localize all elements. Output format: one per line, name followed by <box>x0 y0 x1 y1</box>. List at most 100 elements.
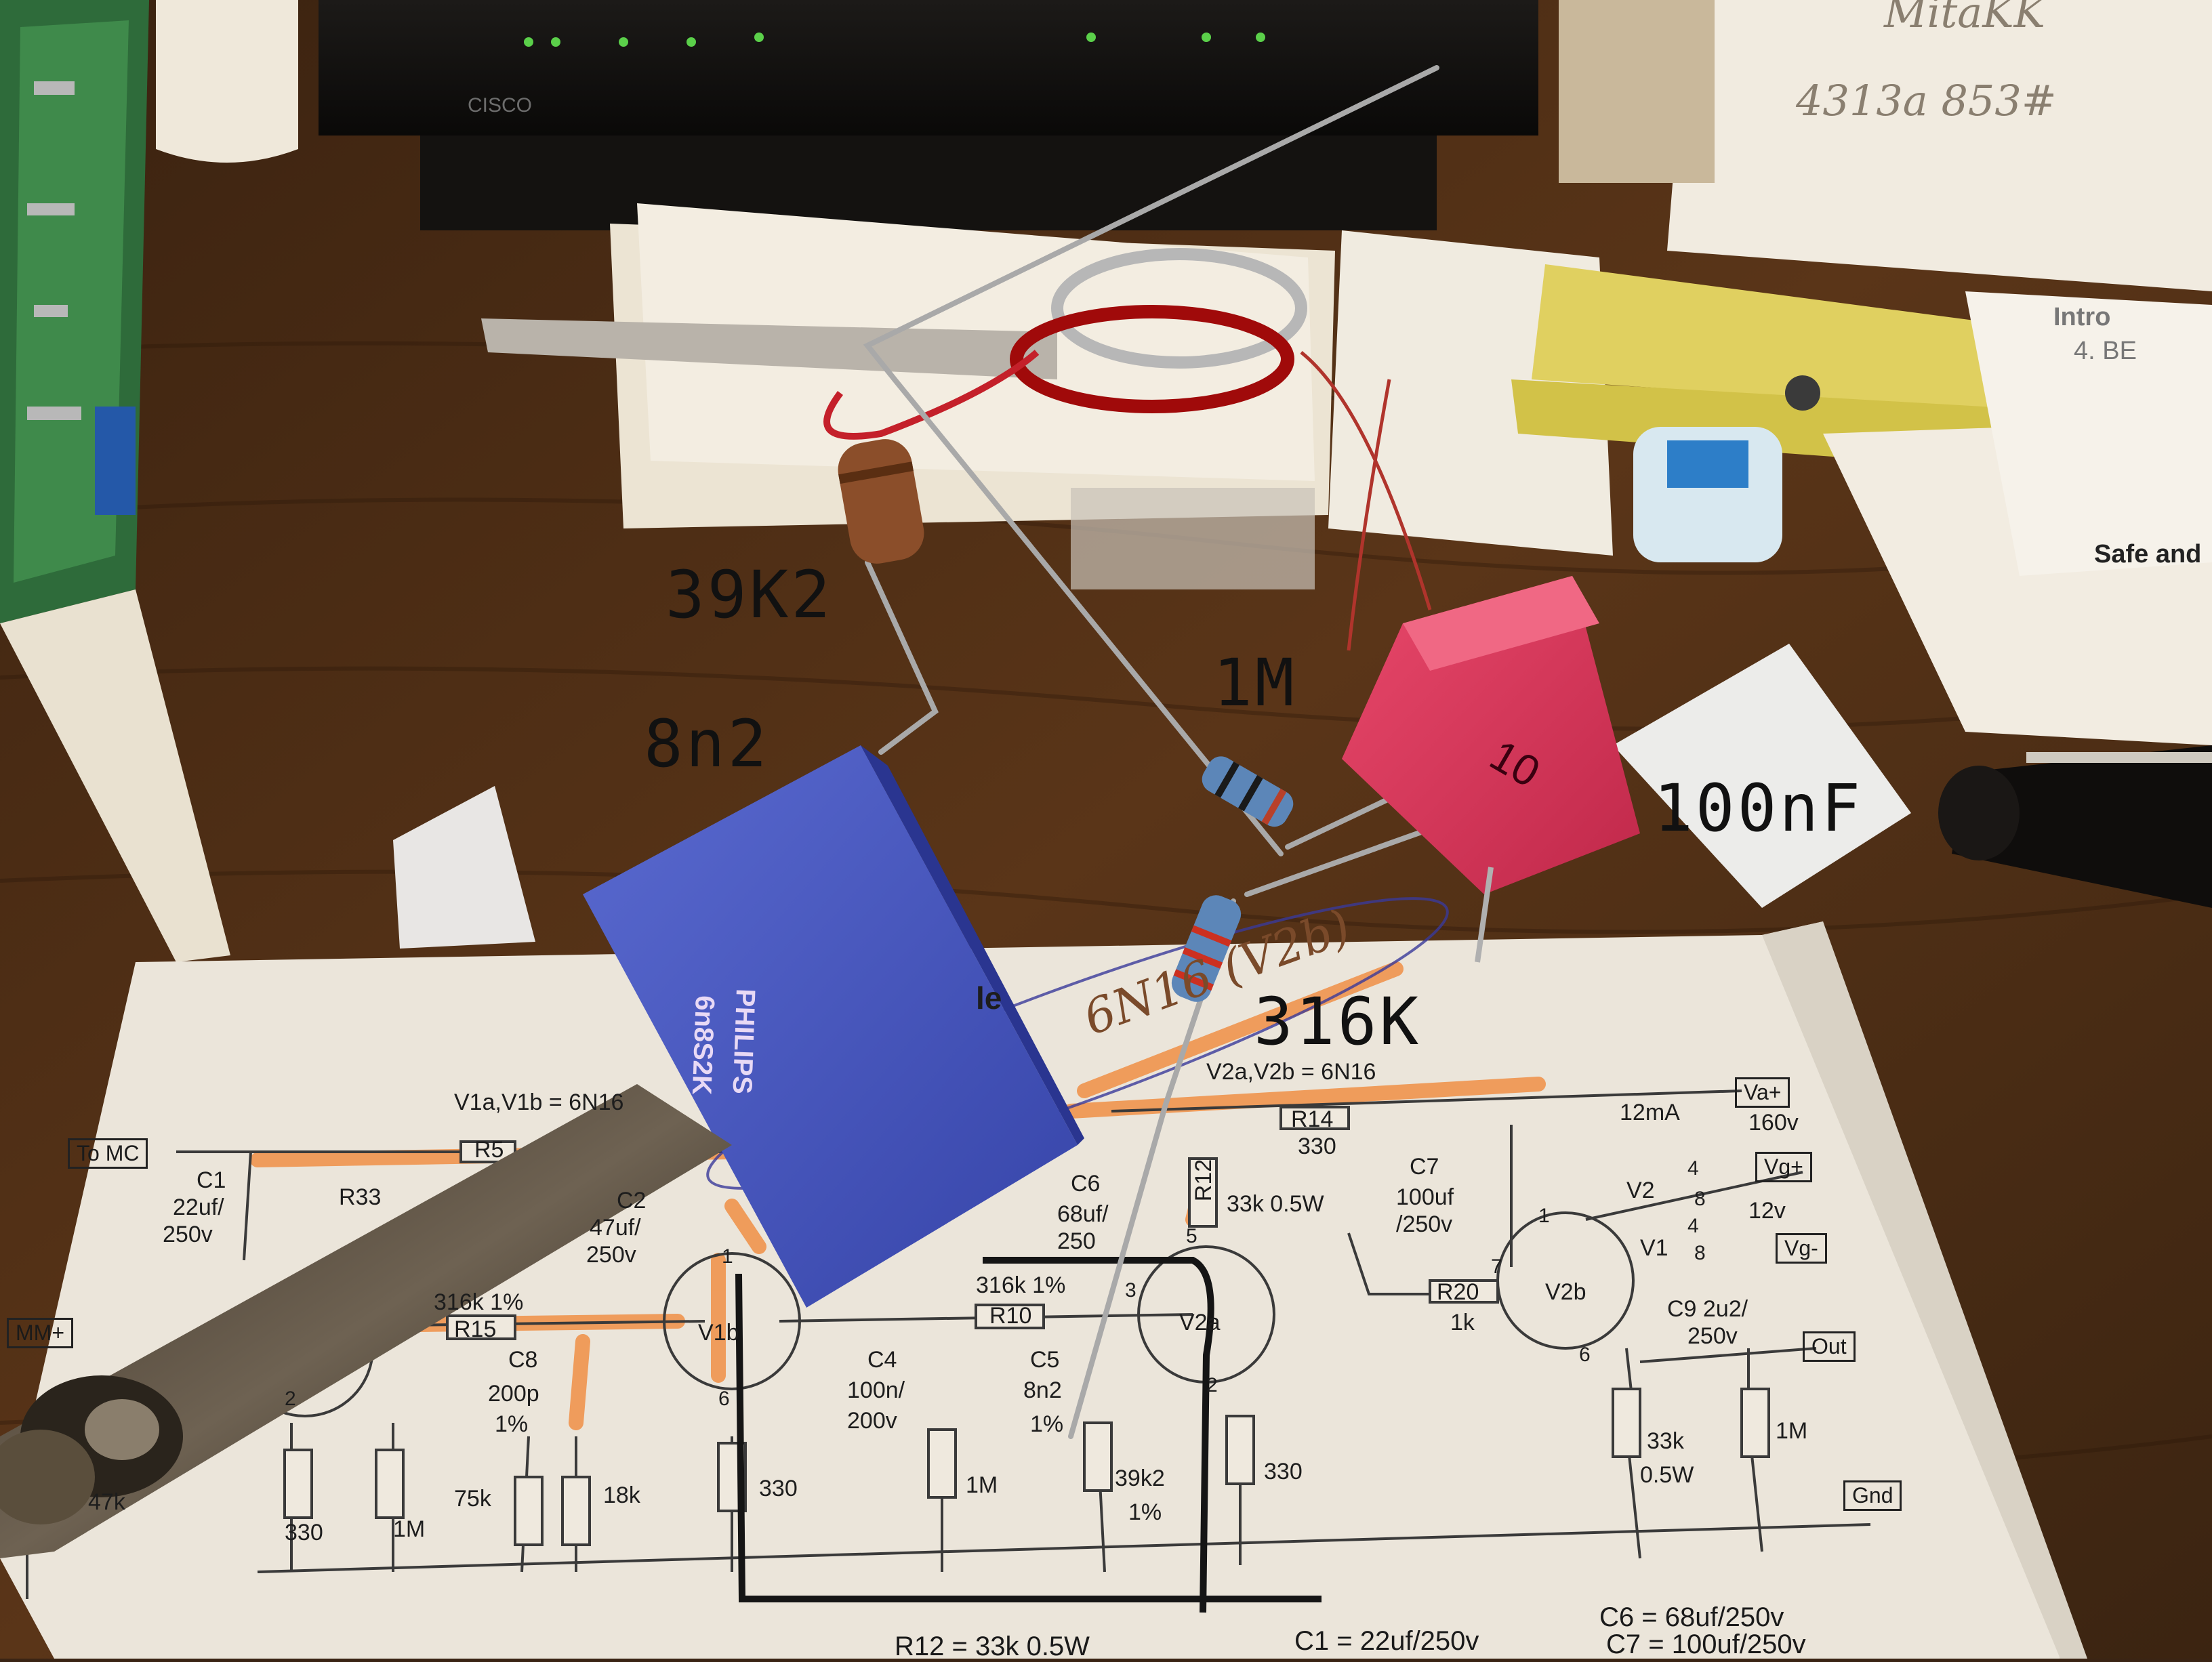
paper-right-text2: Intro <box>2053 303 2110 331</box>
resistor-316k <box>1171 895 1242 1002</box>
label-8n2: 8n2 <box>644 706 770 782</box>
r11-value: 39k2 <box>1115 1466 1165 1491</box>
pin-4b: 4 <box>1687 1215 1699 1237</box>
footer-r12: R12 = 33k 0.5W <box>895 1632 1090 1661</box>
schematic-resistors <box>283 1106 1770 1546</box>
c8-label: C8 <box>508 1347 538 1373</box>
pin-1b: 1 <box>1538 1205 1550 1227</box>
note-v2ab: V2a,V2b = 6N16 <box>1206 1059 1376 1085</box>
v2a-label: V2a <box>1179 1310 1221 1335</box>
note-v2: V2 <box>1626 1178 1655 1203</box>
red-thread <box>1300 351 1432 651</box>
label-100nf: 100nF <box>1654 770 1863 846</box>
c1-label: C1 <box>197 1167 226 1193</box>
card-top-right: MitaKK 4313a 853# <box>1667 0 2212 291</box>
c7-voltage: /250v <box>1396 1211 1453 1237</box>
router-brand: CISCO <box>468 94 532 117</box>
cisco-router: CISCO <box>319 0 1538 230</box>
pin-6: 6 <box>718 1388 730 1410</box>
r20-value: 1k <box>1450 1310 1475 1335</box>
r12-value: 33k 0.5W <box>1227 1191 1324 1217</box>
blue-capacitor <box>583 745 1084 1308</box>
pin-2b: 2 <box>1206 1374 1218 1396</box>
pin-4a: 4 <box>1687 1157 1699 1180</box>
c2-value: 47uf/ <box>590 1215 641 1241</box>
r47k-value: 47k <box>88 1489 125 1515</box>
blue-cap-code: 6n8S2K <box>686 995 720 1096</box>
r33-label: R33 <box>339 1184 382 1210</box>
green-pcb <box>0 0 230 962</box>
c4-voltage: 200v <box>847 1408 897 1434</box>
port-to-mc: To MC <box>68 1138 148 1169</box>
r18-value: 33k <box>1647 1428 1684 1454</box>
footer-c7: C7 = 100uf/250v <box>1606 1629 1806 1659</box>
r15-label: R15 <box>454 1316 497 1342</box>
label-39k2: 39K2 <box>665 557 834 633</box>
c4-value: 100n/ <box>847 1377 905 1403</box>
tube-v1b <box>663 1252 801 1390</box>
c6-label: C6 <box>1071 1171 1101 1197</box>
pin-1: 1 <box>722 1245 733 1268</box>
r12-label: R12 <box>1191 1159 1217 1202</box>
c8-tol: 1% <box>495 1411 529 1437</box>
label-1m: 1M <box>1213 645 1297 721</box>
footer-c1: C1 = 22uf/250v <box>1294 1626 1479 1656</box>
c5-tol: 1% <box>1030 1411 1064 1437</box>
blue-cap-brand: PHILIPS <box>726 988 760 1095</box>
label-316k: 316K <box>1254 984 1422 1060</box>
marker-loop <box>735 1257 1322 1613</box>
port-out: Out <box>1803 1331 1856 1363</box>
box-right <box>1559 0 1715 183</box>
paper-right-text: Safe and <box>2094 540 2201 568</box>
r10-value: 316k 1% <box>976 1272 1066 1298</box>
r15-value: 316k 1% <box>434 1289 524 1315</box>
tape-piece-1 <box>393 786 535 949</box>
pin-2: 2 <box>285 1388 296 1410</box>
v2b-label: V2b <box>1545 1279 1586 1305</box>
paper-right: Safe and Intro 4. BE <box>1823 291 2212 745</box>
resistor-39k2 <box>838 439 924 564</box>
footer-c6: C6 = 68uf/250v <box>1599 1602 1784 1632</box>
c1-voltage: 250v <box>163 1222 213 1247</box>
red-capacitor <box>1342 576 1640 963</box>
pin-3: 3 <box>1125 1279 1136 1302</box>
card-text-1: MitaKK <box>1883 0 2048 37</box>
r4-value: 330 <box>285 1520 323 1545</box>
r7-value: 330 <box>759 1476 798 1501</box>
nail-file <box>481 318 1057 379</box>
v1b-label: V1b <box>698 1320 739 1346</box>
c5-label: C5 <box>1030 1347 1060 1373</box>
c6-value: 68uf/ <box>1057 1201 1109 1227</box>
c5-value: 8n2 <box>1023 1377 1062 1403</box>
c9-voltage: 250v <box>1687 1323 1738 1349</box>
schematic-paper <box>0 921 2087 1659</box>
r9-value: 1M <box>966 1472 998 1498</box>
c4-label: C4 <box>867 1347 897 1373</box>
c2-label: C2 <box>617 1188 647 1213</box>
paper-right-text3: 4. BE <box>2074 337 2137 365</box>
note-12v: 12v <box>1748 1198 1786 1224</box>
pen <box>1938 745 2212 908</box>
r25-value: 18k <box>603 1482 640 1508</box>
r24-value: 75k <box>454 1486 491 1512</box>
c7-value: 100uf <box>1396 1184 1454 1210</box>
cup <box>156 0 298 163</box>
note-ma: 12mA <box>1620 1100 1680 1125</box>
r10-label: R10 <box>989 1303 1032 1329</box>
tape-piece-2 <box>1613 644 1911 908</box>
r14-value: 330 <box>1298 1134 1336 1159</box>
r13-value: 330 <box>1264 1459 1303 1484</box>
port-gnd: Gnd <box>1843 1480 1902 1512</box>
pin-8b: 8 <box>1694 1242 1706 1264</box>
card-text-2: 4313a 853# <box>1795 76 2057 125</box>
r11-tol: 1% <box>1128 1499 1162 1525</box>
c6-voltage: 250 <box>1057 1228 1096 1254</box>
c1-value: 22uf/ <box>173 1194 224 1220</box>
alligator-clip <box>0 1084 732 1558</box>
scissors <box>823 248 1307 440</box>
schematic-title-fragment: le <box>976 980 1002 1016</box>
r20-label: R20 <box>1437 1279 1479 1305</box>
c9-label: C9 2u2/ <box>1667 1296 1748 1322</box>
handwritten-ellipse <box>706 897 1449 1190</box>
